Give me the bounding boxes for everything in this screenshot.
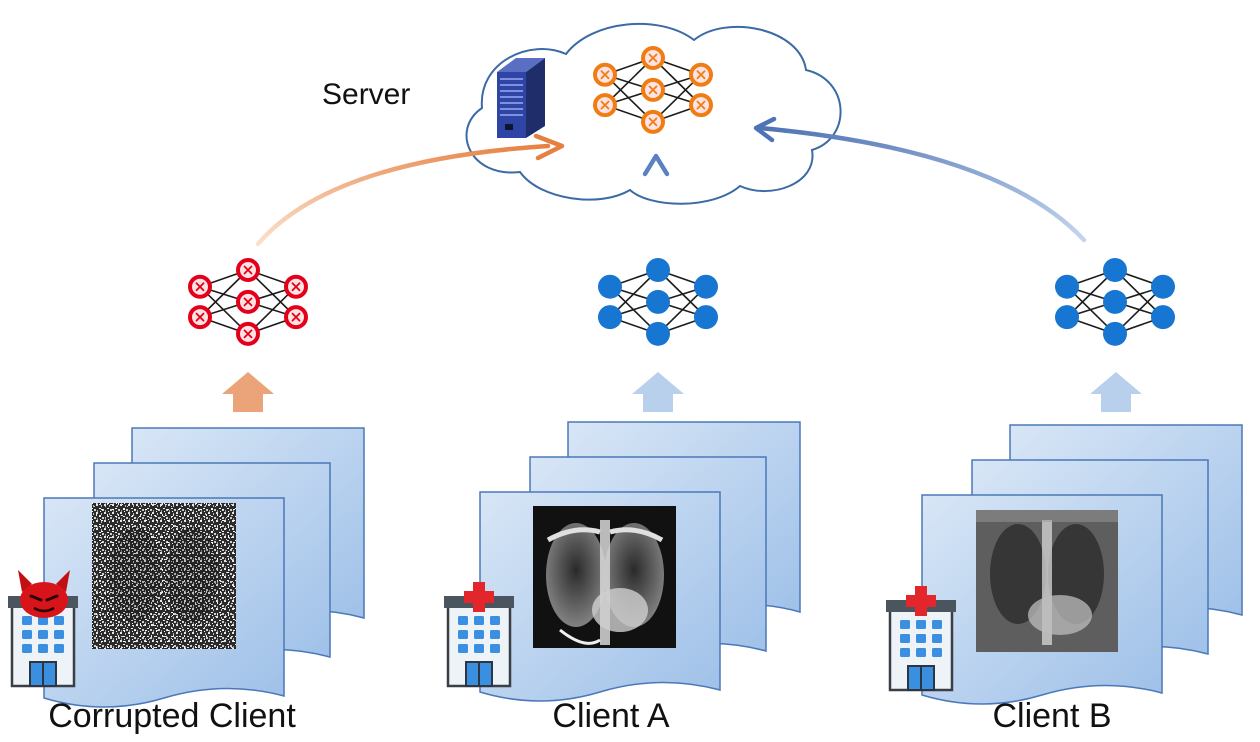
network-node — [188, 305, 212, 330]
devil-icon — [18, 570, 70, 618]
client-b-train-arrow — [1090, 372, 1142, 412]
client-b-xray-image — [976, 510, 1118, 652]
client-a-train-arrow — [632, 372, 684, 412]
upload-arrows — [255, 116, 1087, 247]
hospital-icon — [886, 586, 956, 692]
network-node — [694, 274, 718, 299]
network-node — [236, 258, 260, 282]
network-node — [1055, 305, 1079, 330]
network-node — [1151, 305, 1175, 330]
network-node — [284, 274, 308, 299]
client-b-model-icon — [1055, 258, 1175, 346]
network-node — [593, 93, 617, 118]
network-node — [1151, 274, 1175, 299]
client-a-label: Client A — [552, 697, 670, 735]
network-node — [646, 289, 670, 314]
network-node — [593, 62, 617, 87]
client-b-label: Client B — [992, 697, 1112, 735]
hospital-icon — [444, 582, 514, 688]
network-node — [598, 305, 622, 330]
aggregated-model-icon — [593, 46, 713, 134]
network-node — [694, 305, 718, 330]
network-node — [1103, 258, 1127, 282]
network-node — [689, 93, 713, 118]
server-label: Server — [322, 78, 411, 111]
client-a-xray-image — [533, 506, 676, 648]
network-node — [689, 62, 713, 87]
network-node — [284, 305, 308, 330]
network-node — [188, 274, 212, 299]
network-node — [236, 289, 260, 314]
corrupted-model-icon — [188, 258, 308, 346]
network-node — [598, 274, 622, 299]
network-node — [1103, 321, 1127, 346]
network-node — [1103, 289, 1127, 314]
server-rack-icon — [497, 58, 545, 138]
network-node — [641, 46, 665, 70]
client-a-model-icon — [598, 258, 718, 346]
noisy-xray-image — [92, 503, 236, 649]
network-node — [641, 77, 665, 102]
network-node — [646, 321, 670, 346]
corrupted-client-label: Corrupted Client — [48, 697, 296, 735]
network-node — [236, 321, 260, 346]
corrupted-upload-arrow — [255, 143, 551, 247]
network-node — [1055, 274, 1079, 299]
network-node — [646, 258, 670, 282]
network-node — [641, 109, 665, 134]
corrupted-train-arrow — [222, 372, 274, 412]
client-b-upload-arrow — [757, 125, 1087, 243]
server-cloud — [465, 22, 842, 205]
